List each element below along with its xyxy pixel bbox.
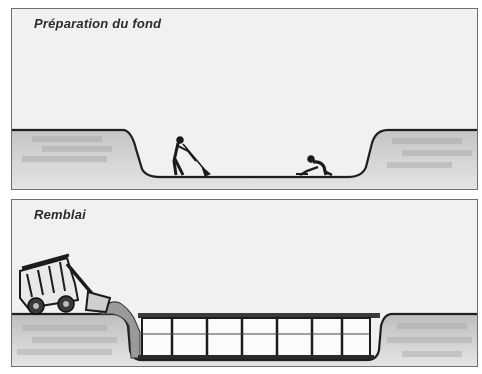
backfill-illustration [12,253,477,366]
pit-outline [12,128,477,179]
panel-title: Remblai [34,207,86,222]
worker-with-shovel-icon [172,136,211,177]
excavation-illustration [12,128,477,189]
ground-mass [12,315,477,366]
backfill-mound [99,301,141,359]
skid-steer-loader-icon [19,253,112,315]
ground-shading [17,323,472,357]
panel-bottom-preparation: Préparation du fond [11,8,478,190]
panel-title: Préparation du fond [34,16,162,31]
ground-shading [22,136,472,168]
panel-backfill: Remblai [11,199,478,367]
crouching-worker-icon [296,155,333,177]
pool-shell [138,313,380,359]
